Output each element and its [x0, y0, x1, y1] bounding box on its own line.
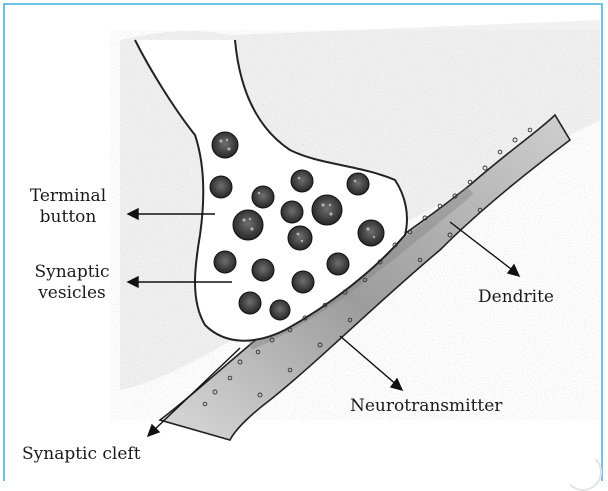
dendrite-label: Dendrite	[478, 287, 554, 308]
synaptic-cleft-label: Synaptic cleft	[22, 444, 141, 465]
terminal-button-label: Terminal button	[22, 186, 114, 228]
corner-watermark-arc	[564, 453, 602, 491]
synaptic-vesicles-label: Synaptic vesicles	[22, 262, 122, 304]
terminal-button-label-line1: Terminal	[22, 186, 114, 207]
synaptic-vesicles-label-line2: vesicles	[22, 283, 122, 304]
terminal-button-label-line2: button	[22, 207, 114, 228]
synaptic-vesicles-label-line1: Synaptic	[22, 262, 122, 283]
neurotransmitter-label: Neurotransmitter	[350, 396, 502, 417]
